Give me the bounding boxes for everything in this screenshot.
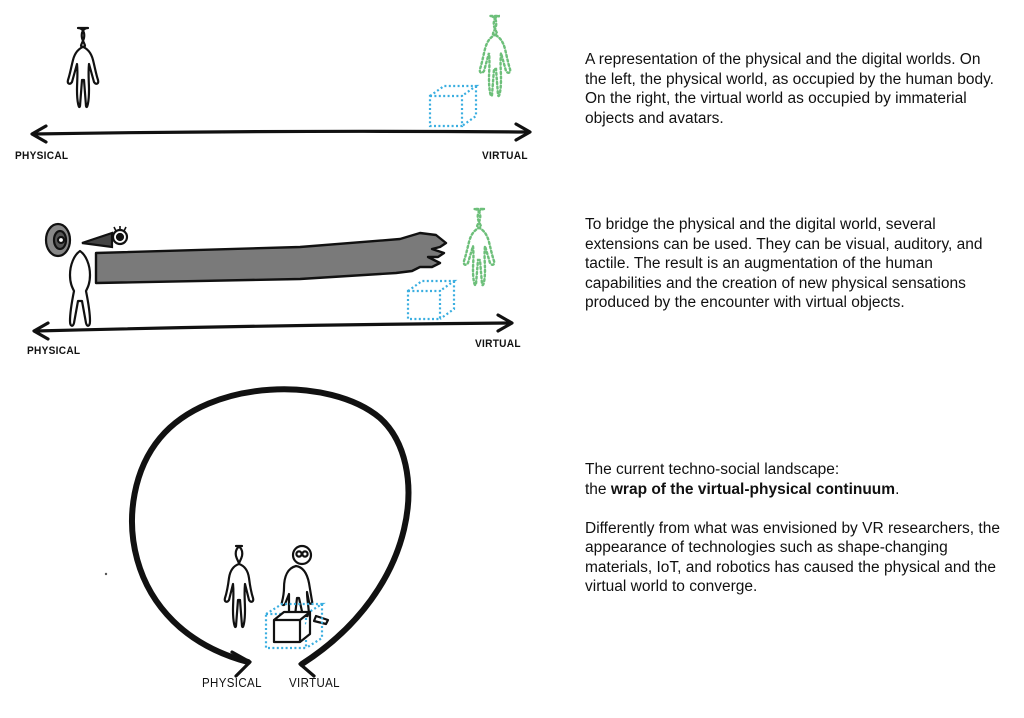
label-virtual: VIRTUAL [289, 676, 340, 690]
hybrid-cube-icon [264, 602, 326, 650]
caption-prefix: the [585, 480, 611, 498]
label-virtual: VIRTUAL [482, 150, 528, 162]
wrapped-continuum-loop [129, 386, 412, 678]
eye-extension-icon [81, 226, 129, 249]
diagram-extensions: PHYSICAL VIRTUAL [0, 195, 560, 370]
caption-bold-term: wrap of the virtual-physical continuum [610, 480, 896, 498]
caption-heading-line2: the wrap of the virtual-physical continu… [585, 480, 1005, 500]
physical-virtual-axis-arrow [32, 313, 514, 341]
physical-virtual-axis-arrow [30, 122, 532, 144]
label-virtual: VIRTUAL [475, 338, 521, 350]
ear-extension-icon [44, 222, 72, 258]
caption-extensions: To bridge the physical and the digital w… [585, 216, 983, 311]
diagram-2-canvas [32, 207, 514, 341]
extended-arm-icon [94, 231, 448, 285]
diagram-physical-virtual-line: PHYSICAL VIRTUAL [0, 0, 560, 180]
label-physical: PHYSICAL [27, 345, 81, 357]
human-figure-icon [66, 26, 100, 109]
human-figure-icon [68, 249, 92, 327]
label-physical: PHYSICAL [15, 150, 69, 162]
virtual-cube-icon [428, 84, 480, 128]
stray-dot [104, 572, 108, 576]
diagram-1-canvas [30, 14, 532, 144]
virtual-avatar-icon [462, 207, 496, 287]
label-physical: PHYSICAL [202, 676, 262, 690]
caption-wrapped-continuum: The current techno-social landscape: the… [585, 460, 1005, 597]
human-figure-icon [223, 544, 255, 629]
virtual-avatar-icon [478, 14, 512, 98]
virtual-cube-icon [406, 279, 458, 321]
caption-physical-digital-worlds: A representation of the physical and the… [585, 51, 994, 127]
diagram-wrapped-continuum: PHYSICAL VIRTUAL [0, 378, 560, 708]
caption-suffix: . [895, 480, 900, 498]
caption-heading-line1: The current techno-social landscape: [585, 461, 840, 478]
diagram-3-canvas [104, 386, 412, 678]
caption-paragraph: Differently from what was envisioned by … [585, 519, 1000, 596]
